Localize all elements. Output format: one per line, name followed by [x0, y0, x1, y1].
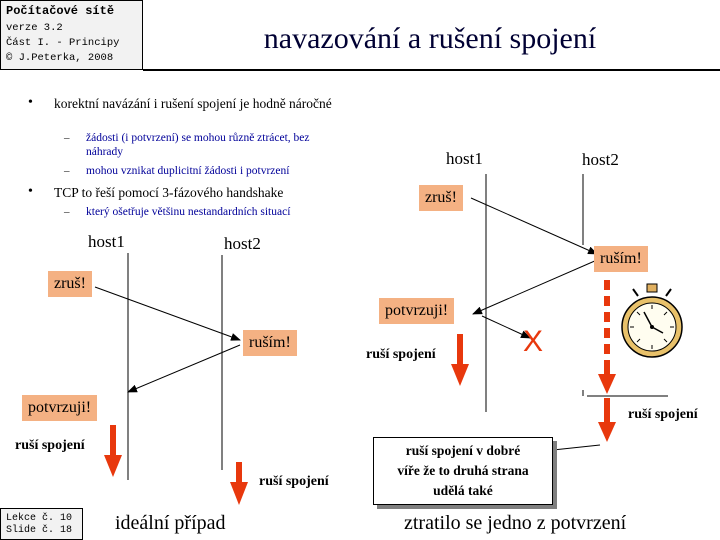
sub-bullet-marker: – — [64, 206, 70, 218]
header-divider — [143, 69, 720, 71]
right-msg-cancel: zruš! — [419, 185, 463, 211]
callout-line: víře že to druhá strana — [397, 463, 529, 478]
left-host1-close-arrow — [104, 425, 122, 477]
explanation-callout: ruší spojení v dobré víře že to druhá st… — [373, 437, 553, 505]
lesson-number: Lekce č. 10 — [6, 513, 73, 524]
lost-packet-marker: X — [523, 325, 544, 358]
bullet-marker: • — [28, 184, 33, 199]
stopwatch-icon — [621, 283, 683, 358]
callout-line: udělá také — [433, 483, 493, 498]
left-host2-label: host2 — [224, 234, 261, 253]
left-host1-label: host1 — [88, 232, 125, 251]
callout-pointer — [552, 444, 601, 451]
right-host2-close-arrow — [598, 398, 616, 442]
left-host2-action: ruší spojení — [259, 474, 329, 489]
right-host2-action: ruší spojení — [628, 407, 698, 422]
slide-title: navazování a rušení spojení — [263, 22, 597, 55]
bullet-marker: • — [28, 95, 33, 110]
left-arrow-cancelling — [127, 344, 241, 393]
right-host1-action: ruší spojení — [366, 347, 436, 362]
right-msg-confirm: potvrzuji! — [379, 298, 455, 324]
right-msg-cancelling: ruším! — [594, 246, 648, 272]
left-msg-confirm: potvrzuji! — [22, 395, 98, 421]
right-arrow-cancelling — [472, 259, 598, 315]
right-host1-label: host1 — [446, 149, 483, 168]
sub-bullet-marker: – — [64, 165, 70, 177]
left-caption: ideální případ — [115, 512, 226, 534]
left-msg-cancel: zruš! — [48, 271, 92, 297]
left-msg-cancelling: ruším! — [243, 330, 297, 356]
slide-number-box: Lekce č. 10 Slide č. 18 — [0, 508, 83, 540]
course-info-box: Počítačové sítě verze 3.2 Část I. - Prin… — [0, 0, 143, 70]
left-arrow-cancel — [94, 286, 241, 341]
bullet-text: korektní navázání i rušení spojení je ho… — [54, 96, 332, 111]
right-arrow-lost-confirm — [481, 315, 531, 339]
sub-bullet-text: mohou vznikat duplicitní žádosti i potvr… — [86, 165, 290, 177]
right-host2-label: host2 — [582, 150, 619, 169]
left-host2-close-arrow — [230, 462, 248, 505]
course-version: verze 3.2 — [6, 22, 63, 34]
callout-line: ruší spojení v dobré — [405, 443, 521, 458]
right-host1-close-arrow — [451, 334, 469, 386]
course-author: © J.Peterka, 2008 — [6, 52, 114, 64]
course-name: Počítačové sítě — [6, 4, 115, 18]
sub-bullet-text: žádosti (i potvrzení) se mohou různě ztr… — [86, 132, 310, 158]
right-host2-waiting-arrow — [598, 280, 616, 394]
right-arrow-cancel — [470, 197, 598, 255]
bullet-text: TCP to řeší pomocí 3-fázového handshake — [54, 185, 284, 200]
left-host1-action: ruší spojení — [15, 438, 85, 453]
right-caption: ztratilo se jedno z potvrzení — [404, 512, 627, 534]
course-part: Část I. - Principy — [6, 37, 120, 49]
sub-bullet-text: který ošetřuje většinu nestandardních si… — [86, 206, 291, 218]
slide-number: Slide č. 18 — [6, 525, 73, 536]
sub-bullet-marker: – — [64, 132, 70, 144]
